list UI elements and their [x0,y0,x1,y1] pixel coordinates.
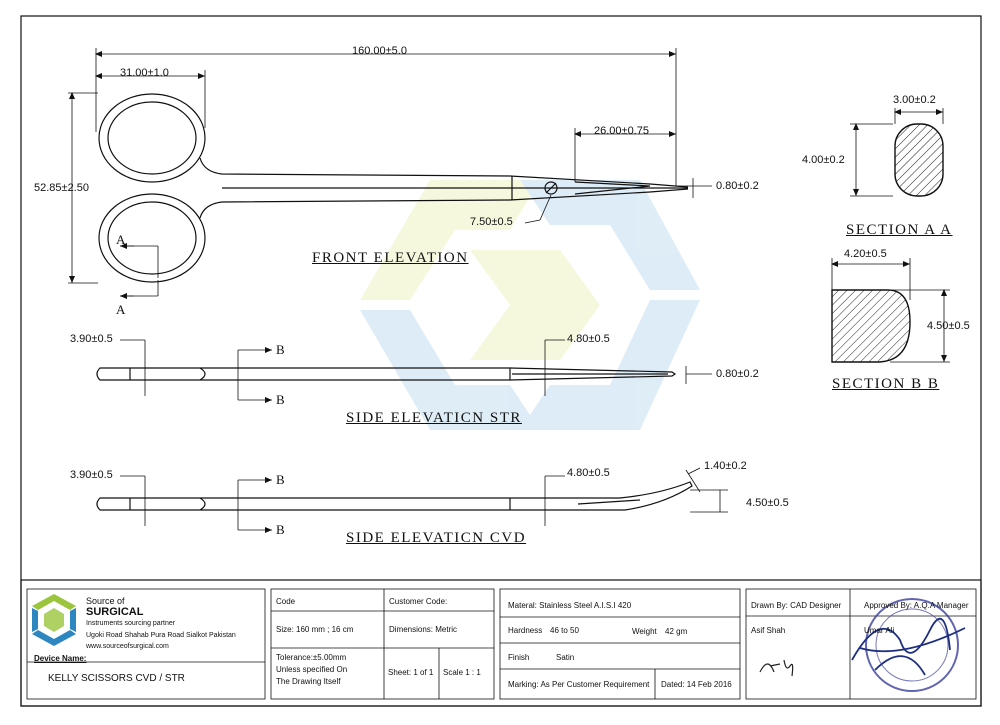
approved-by-name: Umar Ali [864,626,895,635]
drawn-by-name: Asif Shah [751,626,786,635]
drawn-signature [759,659,794,677]
weight-value: 42 gm [665,627,688,636]
section-marker-a-top: A [116,232,126,247]
tolerance-line2: Unless specified On [276,665,348,674]
side-cvd-drawing [96,481,693,511]
front-elevation-drawing [98,93,689,283]
dim-str-handle: 3.90±0.5 [70,333,113,345]
dim-tip-width: 0.80±0.2 [716,180,759,192]
dim-sec-a-width: 3.00±0.2 [893,94,936,106]
dim-sec-a-height: 4.00±0.2 [802,154,845,166]
dim-str-joint: 4.80±0.5 [567,333,610,345]
dim-str-tip: 0.80±0.2 [716,368,759,380]
approval-stamp [851,598,966,692]
section-marker-b-str-bottom: B [276,392,285,407]
finish-value: Satin [556,653,575,662]
company-tagline: Instruments sourcing partner [86,620,176,627]
size-value: Size: 160 mm ; 16 cm [276,625,354,634]
front-dimensions [68,48,712,299]
code-label: Code [276,597,296,606]
date-value: Dated: 14 Feb 2016 [661,680,732,689]
drawn-by-label: Drawn By: CAD Designer [751,601,842,610]
dimensions-value: Dimensions: Metric [389,625,458,634]
watermark-logo [360,180,700,430]
dim-sec-b-width: 4.20±0.5 [844,248,887,260]
tolerance-line3: The Drawing Itself [276,677,341,686]
dim-cvd-handle: 3.90±0.5 [70,469,113,481]
hardness-label: Hardness [508,626,543,635]
company-address: Ugoki Road Shahab Pura Road Sialkot Paki… [86,632,236,639]
side-cvd-dimensions [120,467,728,533]
section-marker-b-cvd-bottom: B [276,522,285,537]
dim-cvd-joint: 4.80±0.5 [567,467,610,479]
material-value: Materal: Stainless Steel A.I.S.I 420 [508,601,632,610]
dim-overall-length: 160.00±5.0 [352,45,407,57]
device-name: KELLY SCISSORS CVD / STR [48,673,185,684]
section-a-drawing [850,108,944,197]
company-website: www.sourceofsurgical.com [86,643,169,650]
tolerance-line1: Tolerance:±5.00mm [276,653,347,662]
customer-code-label: Customer Code: [389,597,448,606]
section-b-title: SECTION B B [832,376,940,392]
section-marker-b-str-top: B [276,342,285,357]
company-logo [32,594,76,646]
side-elevation-cvd-title: SIDE ELEVATICN CVD [346,530,527,546]
approved-by-label: Approved By: A.Q.A Manager [864,601,969,610]
hardness-value: 46 to 50 [550,626,579,635]
title-block-frame [20,579,982,707]
dim-screw: 7.50±0.5 [470,216,513,228]
front-elevation-title: FRONT ELEVATION [312,250,469,266]
dim-height: 52.85±2.50 [34,182,89,194]
section-a-title: SECTION A A [846,222,953,238]
section-marker-b-cvd-top: B [276,472,285,487]
scale-value: Scale 1 : 1 [443,668,481,677]
company-name-line2: SURGICAL [86,606,144,618]
marking-value: Marking: As Per Customer Requirement [508,680,650,689]
dim-ring-width: 31.00±1.0 [120,67,169,79]
side-elevation-str-title: SIDE ELEVATICN STR [346,410,522,426]
dim-cvd-curve: 4.50±0.5 [746,497,789,509]
dim-sec-b-height: 4.50±0.5 [927,320,970,332]
sheet-value: Sheet: 1 of 1 [388,668,434,677]
section-b-drawing [831,258,950,363]
dim-tip-length: 26.00±0.75 [594,125,649,137]
device-name-label: Device Name: [34,654,87,663]
section-marker-a-bottom: A [116,302,126,317]
company-name-line1: Source of [86,596,125,606]
finish-label: Finish [508,653,530,662]
side-str-drawing [96,367,677,381]
dim-cvd-tip: 1.40±0.2 [704,460,747,472]
side-str-dimensions [120,339,712,403]
weight-label: Weight [632,627,657,636]
